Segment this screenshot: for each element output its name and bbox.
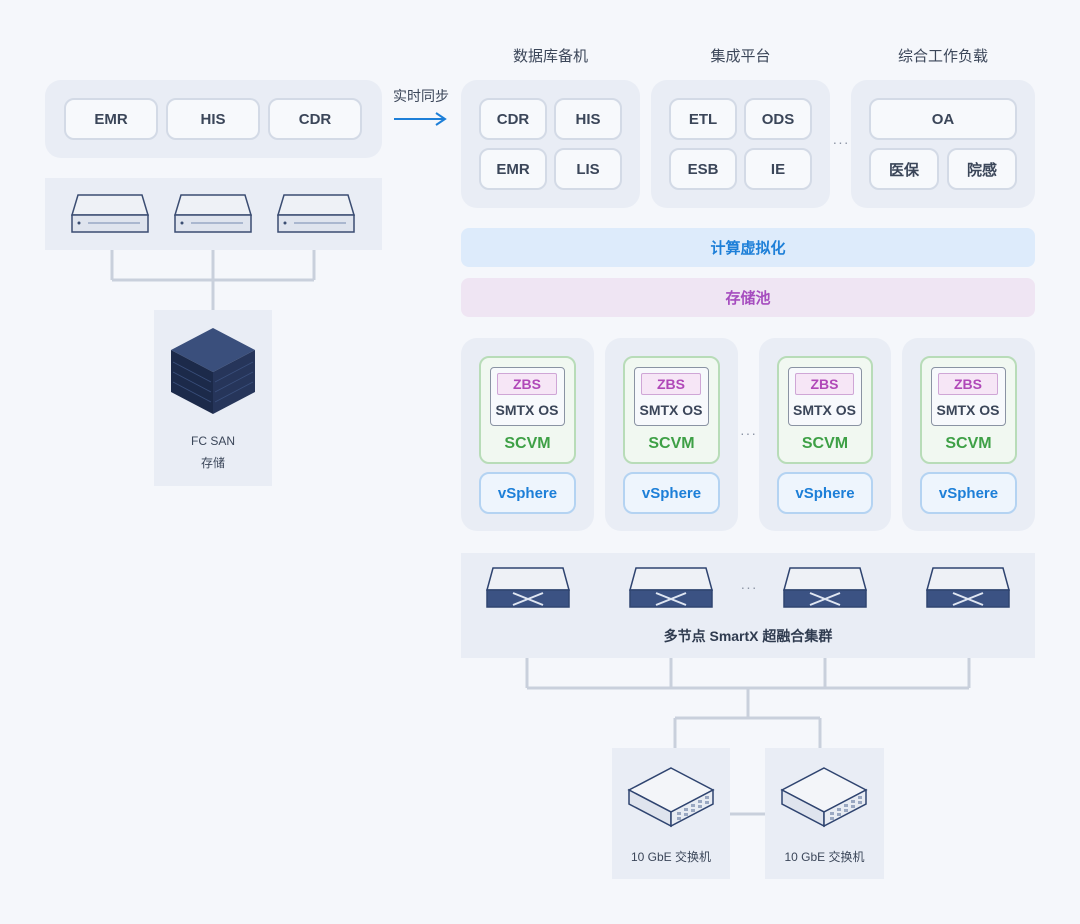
switch-2: 10 GbE 交换机 bbox=[765, 748, 884, 879]
columns-ellipsis: ··· bbox=[832, 134, 850, 150]
switch-1: 10 GbE 交换机 bbox=[612, 748, 730, 879]
db-lis: LIS bbox=[554, 148, 622, 190]
scvm-label: SCVM bbox=[648, 435, 695, 452]
wl-medical-insurance: 医保 bbox=[869, 148, 939, 190]
smtx-os-label: SMTX OS bbox=[792, 402, 856, 418]
scvm-label: SCVM bbox=[504, 435, 551, 452]
hci-cluster-panel: ··· 多节点 SmartX 超融合集群 bbox=[461, 553, 1035, 658]
scvm-label: SCVM bbox=[801, 435, 849, 452]
vsphere-box: vSphere bbox=[623, 472, 720, 514]
scvm-vm: ZBS SMTX OS SCVM bbox=[777, 356, 873, 464]
zbs-label: ZBS bbox=[497, 373, 557, 395]
zbs-label: ZBS bbox=[938, 373, 998, 395]
hci-node-4: ZBS SMTX OS SCVM vSphere bbox=[902, 338, 1035, 531]
fc-san-label: FC SAN bbox=[190, 434, 235, 448]
smtx-os-box: ZBS SMTX OS bbox=[788, 367, 862, 426]
int-ods: ODS bbox=[744, 98, 812, 140]
rack-server-icon bbox=[926, 567, 1010, 608]
fc-san-storage: FC SAN 存储 bbox=[154, 310, 272, 486]
int-ie: IE bbox=[744, 148, 812, 190]
vsphere-box: vSphere bbox=[777, 472, 873, 514]
smtx-os-label: SMTX OS bbox=[936, 402, 1000, 418]
zbs-label: ZBS bbox=[795, 373, 854, 395]
db-his: HIS bbox=[554, 98, 622, 140]
db-cdr: CDR bbox=[479, 98, 547, 140]
switch-label: 10 GbE 交换机 bbox=[784, 850, 865, 864]
smtx-os-box: ZBS SMTX OS bbox=[931, 367, 1006, 426]
workloads-title: 综合工作负载 bbox=[897, 48, 988, 65]
switch-label: 10 GbE 交换机 bbox=[630, 850, 712, 864]
rack-server-icon bbox=[486, 567, 570, 608]
sync-label: 实时同步 bbox=[393, 88, 449, 104]
db-backup-panel: CDR HIS EMR LIS bbox=[461, 80, 640, 208]
source-apps-panel: EMR HIS CDR bbox=[45, 80, 382, 158]
network-switch-icon bbox=[627, 767, 715, 828]
vsphere-box: vSphere bbox=[479, 472, 576, 514]
server-icon bbox=[70, 194, 150, 233]
scvm-vm: ZBS SMTX OS SCVM bbox=[920, 356, 1017, 464]
int-esb: ESB bbox=[669, 148, 737, 190]
hci-node-1: ZBS SMTX OS SCVM vSphere bbox=[461, 338, 594, 531]
nodes-ellipsis: ··· bbox=[740, 425, 757, 441]
app-his: HIS bbox=[166, 98, 260, 140]
source-servers-panel bbox=[45, 178, 382, 250]
servers-ellipsis: ··· bbox=[740, 579, 758, 595]
vsphere-box: vSphere bbox=[920, 472, 1017, 514]
fc-san-sublabel: 存储 bbox=[200, 456, 225, 470]
hci-node-2: ZBS SMTX OS SCVM vSphere bbox=[605, 338, 738, 531]
smtx-os-box: ZBS SMTX OS bbox=[490, 367, 565, 426]
scvm-label: SCVM bbox=[945, 435, 992, 452]
integration-title: 集成平台 bbox=[710, 48, 771, 65]
smtx-os-label: SMTX OS bbox=[639, 402, 703, 418]
workloads-panel: OA 医保 院感 bbox=[851, 80, 1035, 208]
smtx-os-box: ZBS SMTX OS bbox=[634, 367, 709, 426]
app-cdr: CDR bbox=[268, 98, 362, 140]
rack-server-icon bbox=[629, 567, 713, 608]
arrow-right-icon bbox=[394, 112, 447, 126]
integration-panel: ETL ODS ESB IE bbox=[651, 80, 830, 208]
cluster-label: 多节点 SmartX 超融合集群 bbox=[663, 628, 833, 644]
scvm-vm: ZBS SMTX OS SCVM bbox=[479, 356, 576, 464]
wl-infection-control: 院感 bbox=[947, 148, 1017, 190]
rack-server-icon bbox=[783, 567, 867, 608]
scvm-vm: ZBS SMTX OS SCVM bbox=[623, 356, 720, 464]
storage-cube-icon bbox=[171, 328, 255, 414]
server-icon bbox=[173, 194, 253, 233]
hci-node-3: ZBS SMTX OS SCVM vSphere bbox=[759, 338, 891, 531]
server-icon bbox=[276, 194, 356, 233]
storage-pool-band: 存储池 bbox=[461, 278, 1035, 317]
db-backup-title: 数据库备机 bbox=[512, 48, 588, 65]
zbs-label: ZBS bbox=[641, 373, 701, 395]
smtx-os-label: SMTX OS bbox=[495, 402, 559, 418]
network-switch-icon bbox=[780, 767, 868, 828]
compute-virtualization-band: 计算虚拟化 bbox=[461, 228, 1035, 267]
app-emr: EMR bbox=[64, 98, 158, 140]
wl-oa: OA bbox=[869, 98, 1017, 140]
int-etl: ETL bbox=[669, 98, 737, 140]
db-emr: EMR bbox=[479, 148, 547, 190]
